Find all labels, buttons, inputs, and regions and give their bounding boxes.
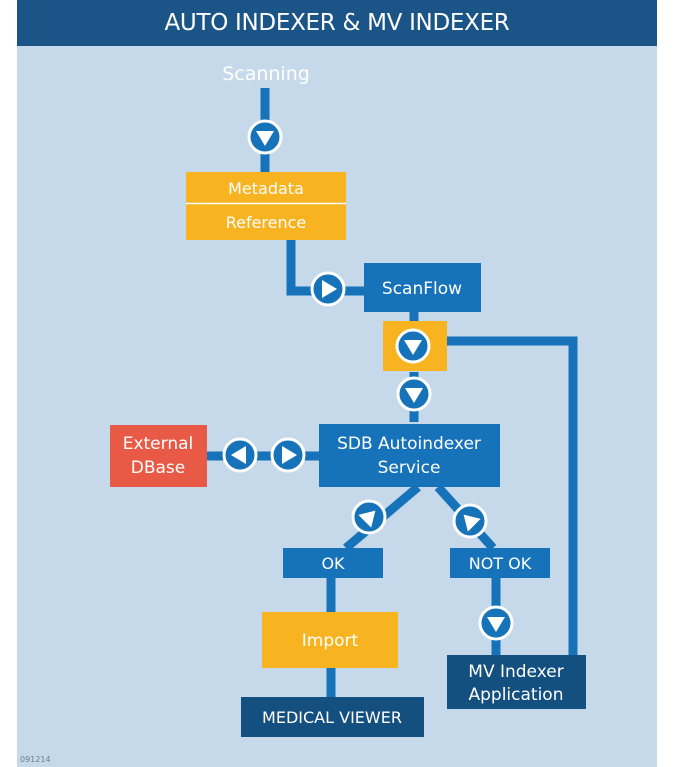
arrow-down-icon xyxy=(396,376,432,412)
metadata-label: Metadata xyxy=(228,179,304,198)
arrow-down-icon xyxy=(478,605,514,641)
reference-label: Reference xyxy=(226,213,307,232)
external-dbase-box[interactable] xyxy=(110,425,207,487)
arrow-up-right-icon xyxy=(344,492,394,542)
arrow-left-icon xyxy=(222,437,258,473)
connector-mv-return xyxy=(445,336,578,655)
footer-code: 091214 xyxy=(20,755,51,764)
sdb-autoindexer-label-line2: Service xyxy=(378,458,441,478)
ok-box[interactable] xyxy=(283,548,383,578)
external-dbase-label-line2: DBase xyxy=(131,458,186,478)
ok-label: OK xyxy=(321,554,345,573)
medical-viewer-label: MEDICAL VIEWER xyxy=(262,708,402,727)
sdb-autoindexer-label-line1: SDB Autoindexer xyxy=(337,434,481,454)
not-ok-box[interactable] xyxy=(450,548,550,578)
arrow-right-icon xyxy=(310,271,346,307)
sdb-autoindexer-box[interactable] xyxy=(319,424,500,487)
medical-viewer-box[interactable] xyxy=(241,697,424,737)
scanflow-box[interactable] xyxy=(364,263,481,312)
title-bar: AUTO INDEXER & MV INDEXER xyxy=(17,0,657,46)
not-ok-label: NOT OK xyxy=(469,554,532,573)
scanning-label: Scanning xyxy=(222,63,310,85)
mv-indexer-label-line2: Application xyxy=(469,685,564,705)
scanflow-label: ScanFlow xyxy=(382,279,462,299)
import-box[interactable] xyxy=(262,612,398,668)
mv-indexer-label-line1: MV Indexer xyxy=(468,662,563,682)
import-label: Import xyxy=(302,631,359,651)
page-title: AUTO INDEXER & MV INDEXER xyxy=(164,10,510,36)
external-dbase-label-line1: External xyxy=(123,434,194,454)
arrow-down-icon xyxy=(395,328,431,364)
arrow-right-icon xyxy=(270,437,306,473)
reference-box[interactable] xyxy=(186,204,346,240)
metadata-box[interactable] xyxy=(186,172,346,203)
mv-indexer-box[interactable] xyxy=(447,655,586,709)
arrow-down-icon xyxy=(247,119,283,155)
